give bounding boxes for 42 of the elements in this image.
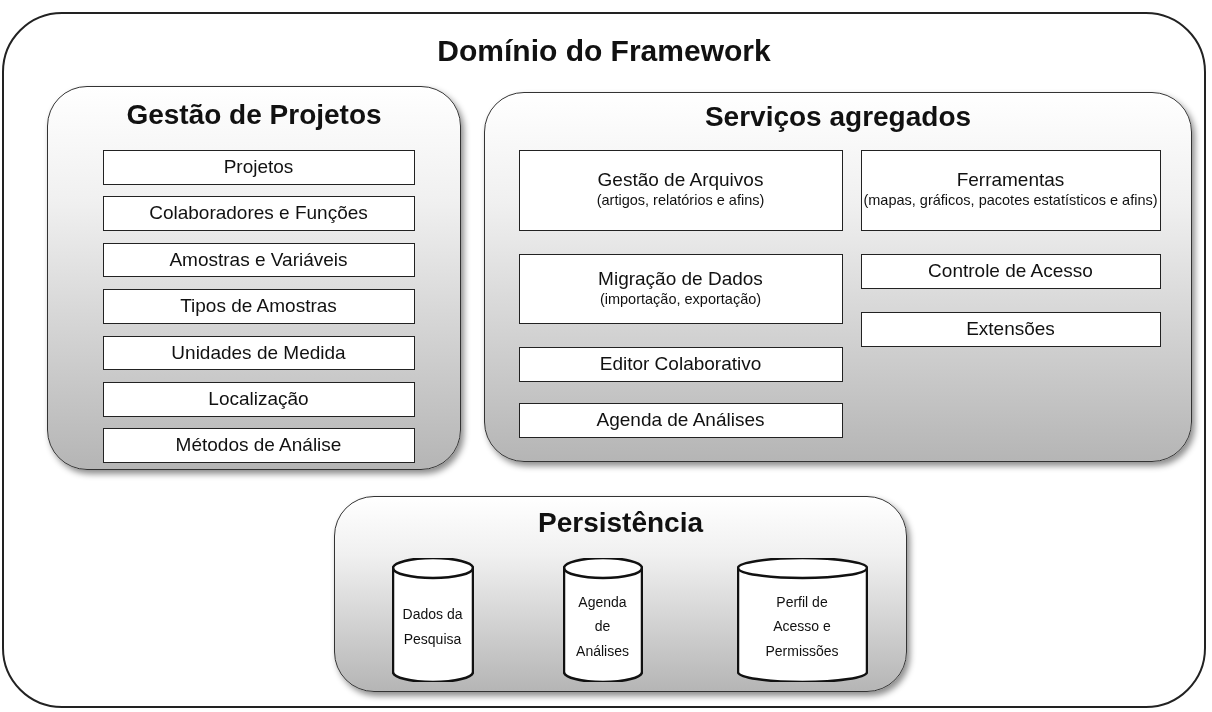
module-box [102, 381, 415, 417]
section-panel [47, 86, 461, 470]
module-name: Gestão de Arquivos [597, 169, 764, 192]
section-panel [334, 496, 907, 692]
module-name: Colaboradores e Funções [149, 202, 368, 224]
module-name: Migração de Dados [598, 267, 763, 290]
module-name: Controle de Acesso [928, 260, 1093, 282]
module-box [860, 149, 1161, 231]
module-name: Projetos [223, 156, 294, 178]
module-name: Ferramentas [956, 169, 1065, 192]
storage-label: Perfil de Acesso e Permissões [764, 592, 840, 661]
section-title: Domínio do Framework [436, 34, 772, 68]
section-title: Persistência [537, 507, 705, 539]
module-name: Agenda de Análises [596, 409, 765, 431]
module-box [102, 427, 415, 463]
module-name: Localização [208, 388, 309, 410]
module-name: Extensões [966, 318, 1055, 340]
storage-label: Agenda de Análises [575, 592, 630, 661]
module-box [102, 335, 415, 370]
module-description: (mapas, gráficos, pacotes estatísticos e afins) [863, 191, 1158, 211]
module-name: Tipos de Amostras [180, 295, 337, 317]
section-title: Gestão de Projetos [125, 99, 383, 131]
container-frame [2, 12, 1206, 708]
module-box [102, 149, 415, 185]
module-box [102, 242, 415, 277]
module-description: (artigos, relatórios e afins) [596, 191, 765, 211]
module-box [102, 288, 415, 324]
storage-label: Dados da Pesquisa [401, 605, 464, 649]
section-title: Serviços agregados [703, 101, 973, 133]
module-name: Editor Colaborativo [599, 353, 762, 375]
module-box [102, 195, 415, 231]
section-panel [484, 92, 1192, 462]
module-box [860, 253, 1161, 289]
module-description: (importação, exportação) [599, 289, 762, 309]
module-box [518, 149, 843, 231]
module-name: Métodos de Análise [175, 434, 342, 456]
module-box [518, 346, 843, 382]
module-box [518, 402, 843, 438]
module-box [860, 311, 1161, 347]
module-name: Amostras e Variáveis [169, 248, 348, 271]
module-name: Unidades de Medida [171, 341, 346, 364]
module-box [518, 253, 843, 324]
